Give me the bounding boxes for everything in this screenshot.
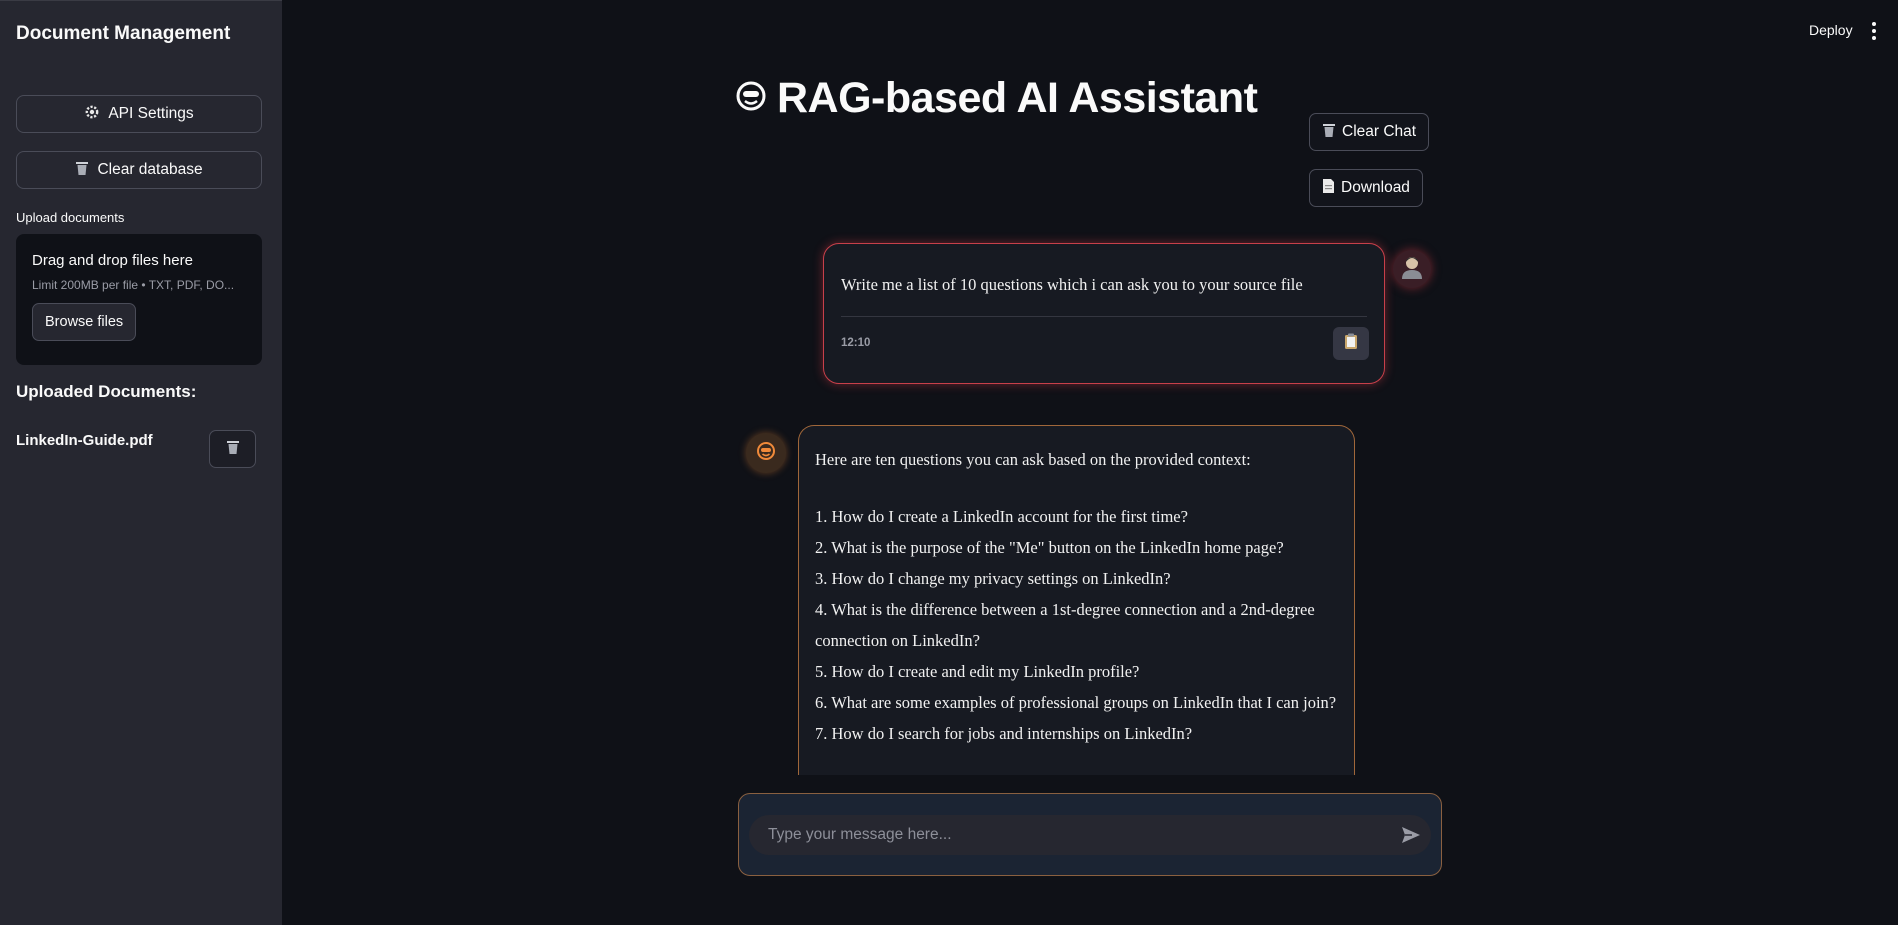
- deploy-button[interactable]: Deploy: [1809, 22, 1853, 38]
- robot-icon: [735, 74, 767, 123]
- dropzone-title: Drag and drop files here: [32, 252, 193, 269]
- assistant-avatar: [746, 433, 786, 473]
- chat-input[interactable]: [766, 824, 1399, 845]
- delete-file-button[interactable]: [209, 430, 256, 468]
- clear-database-label: Clear database: [97, 161, 203, 178]
- list-item: 6. What are some examples of professiona…: [815, 693, 1337, 712]
- sidebar-title: Document Management: [16, 23, 231, 44]
- clear-chat-button[interactable]: Clear Chat: [1309, 113, 1430, 151]
- list-item: 5. How do I create and edit my LinkedIn …: [815, 662, 1140, 681]
- api-settings-button[interactable]: API Settings: [16, 95, 262, 133]
- clear-chat-label: Clear Chat: [1342, 123, 1417, 140]
- list-item: 1. How do I create a LinkedIn account fo…: [815, 507, 1188, 526]
- list-item: 2. What is the purpose of the "Me" butto…: [815, 538, 1284, 557]
- clipboard-icon: [1344, 333, 1358, 355]
- robot-icon: [756, 441, 776, 466]
- message-timestamp: 12:10: [841, 337, 871, 349]
- assistant-message-intro: Here are ten questions you can ask based…: [815, 450, 1251, 469]
- document-icon: [1322, 178, 1335, 199]
- sidebar: Document Management API Settings Clear d…: [0, 0, 282, 925]
- copy-button[interactable]: [1333, 327, 1369, 360]
- browse-files-button[interactable]: Browse files: [32, 303, 137, 341]
- uploaded-documents-title: Uploaded Documents:: [16, 382, 197, 401]
- assistant-message: Here are ten questions you can ask based…: [798, 425, 1355, 775]
- list-item: 3. How do I change my privacy settings o…: [815, 569, 1171, 588]
- list-item: 7. How do I search for jobs and internsh…: [815, 724, 1193, 743]
- user-message: Write me a list of 10 questions which i …: [823, 243, 1385, 384]
- dropzone-limit: Limit 200MB per file • TXT, PDF, DO...: [32, 278, 235, 292]
- list-item: 4. What is the difference between a 1st-…: [815, 600, 1315, 650]
- main-menu-icon[interactable]: [1870, 22, 1878, 40]
- user-avatar: [1393, 250, 1431, 288]
- page-title-text: RAG-based AI Assistant: [777, 74, 1258, 122]
- user-message-text: Write me a list of 10 questions which i …: [841, 275, 1303, 294]
- person-icon: [1398, 253, 1426, 286]
- upload-label: Upload documents: [16, 210, 125, 225]
- chat-input-box: [749, 814, 1431, 855]
- trash-icon: [226, 439, 240, 460]
- trash-icon: [75, 160, 89, 181]
- trash-icon: [1322, 122, 1336, 143]
- chat-input-container: [738, 793, 1442, 876]
- message-divider: [841, 316, 1367, 317]
- download-button[interactable]: Download: [1309, 169, 1423, 207]
- download-label: Download: [1341, 179, 1410, 196]
- uploaded-file-name: LinkedIn-Guide.pdf: [16, 432, 153, 449]
- page-title: RAG-based AI Assistant: [735, 74, 1258, 123]
- api-settings-label: API Settings: [108, 105, 194, 122]
- file-dropzone[interactable]: Drag and drop files here Limit 200MB per…: [16, 234, 262, 365]
- send-icon[interactable]: [1399, 823, 1423, 847]
- clear-database-button[interactable]: Clear database: [16, 151, 262, 189]
- gear-icon: [84, 104, 100, 125]
